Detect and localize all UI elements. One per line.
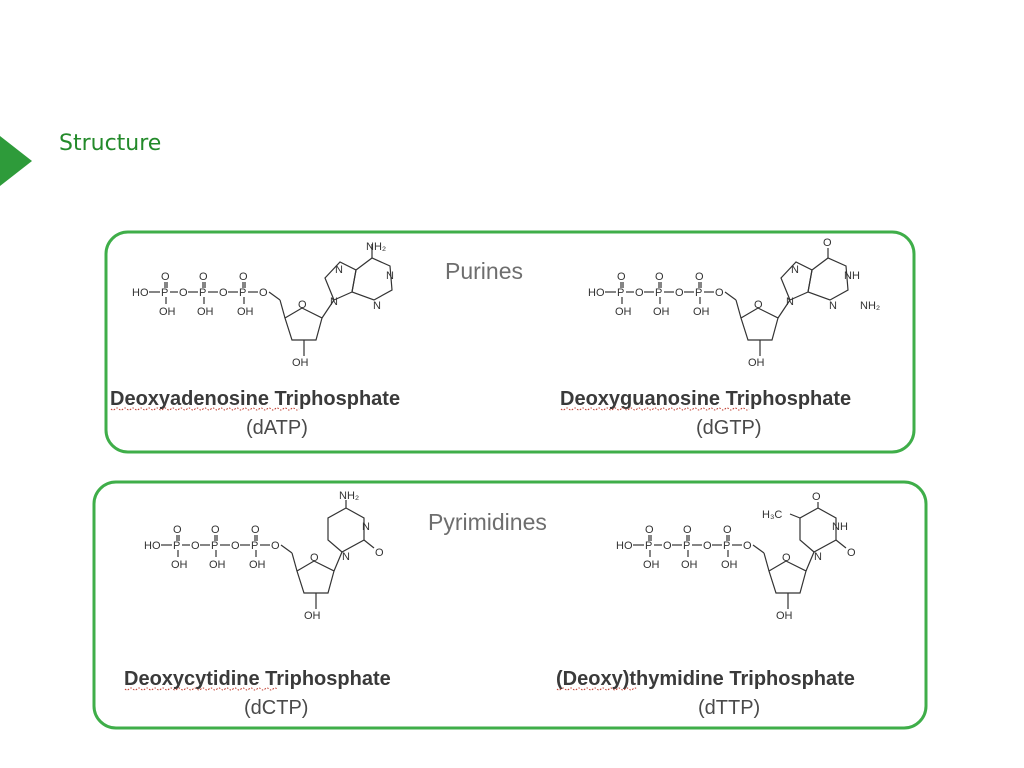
svg-text:O: O xyxy=(847,547,856,559)
svg-text:N: N xyxy=(342,551,350,563)
svg-text:H₃C: H₃C xyxy=(762,509,782,521)
pyrimidines-header: Pyrimidines xyxy=(428,509,547,535)
svg-text:N: N xyxy=(330,296,338,308)
spellcheck-underline-datp xyxy=(110,407,300,411)
pyrimidines-panel xyxy=(92,480,928,730)
svg-text:NH₂: NH₂ xyxy=(339,490,359,502)
datp-abbr: (dATP) xyxy=(246,417,308,439)
svg-text:O: O xyxy=(823,237,832,249)
slide-bullet-arrow xyxy=(0,136,32,186)
slide-title: Structure xyxy=(59,131,162,156)
svg-text:N: N xyxy=(373,300,381,312)
svg-text:O: O xyxy=(375,547,384,559)
svg-text:N: N xyxy=(386,270,394,282)
dctp-abbr: (dCTP) xyxy=(244,697,308,719)
dgtp-structure: O N N NH N NH₂ xyxy=(587,237,880,370)
svg-text:N: N xyxy=(791,264,799,276)
svg-text:N: N xyxy=(829,300,837,312)
svg-text:NH: NH xyxy=(844,270,860,282)
datp-structure: N N N N NH₂ xyxy=(131,241,394,370)
datp-name: Deoxyadenosine Triphosphate xyxy=(110,388,400,410)
dctp-name: Deoxycytidine Triphosphate xyxy=(124,668,391,690)
svg-text:N: N xyxy=(335,264,343,276)
svg-text:N: N xyxy=(814,551,822,563)
dctp-structure: NH₂ N N O xyxy=(143,490,384,623)
svg-text:NH: NH xyxy=(832,521,848,533)
svg-text:O: O xyxy=(812,491,821,503)
dgtp-name: Deoxyguanosine Triphosphate xyxy=(560,388,851,410)
dttp-structure: O H₃C N NH O xyxy=(615,491,856,623)
svg-text:NH₂: NH₂ xyxy=(860,300,880,312)
dttp-abbr: (dTTP) xyxy=(698,697,760,719)
svg-text:N: N xyxy=(786,296,794,308)
dttp-name: (Deoxy)thymidine Triphosphate xyxy=(556,668,855,690)
spellcheck-underline-dgtp xyxy=(560,407,750,411)
svg-text:N: N xyxy=(362,521,370,533)
dgtp-abbr: (dGTP) xyxy=(696,417,762,439)
spellcheck-underline-dctp xyxy=(124,687,278,691)
svg-text:NH₂: NH₂ xyxy=(366,241,386,253)
purines-header: Purines xyxy=(445,258,523,284)
purines-panel xyxy=(104,230,916,454)
